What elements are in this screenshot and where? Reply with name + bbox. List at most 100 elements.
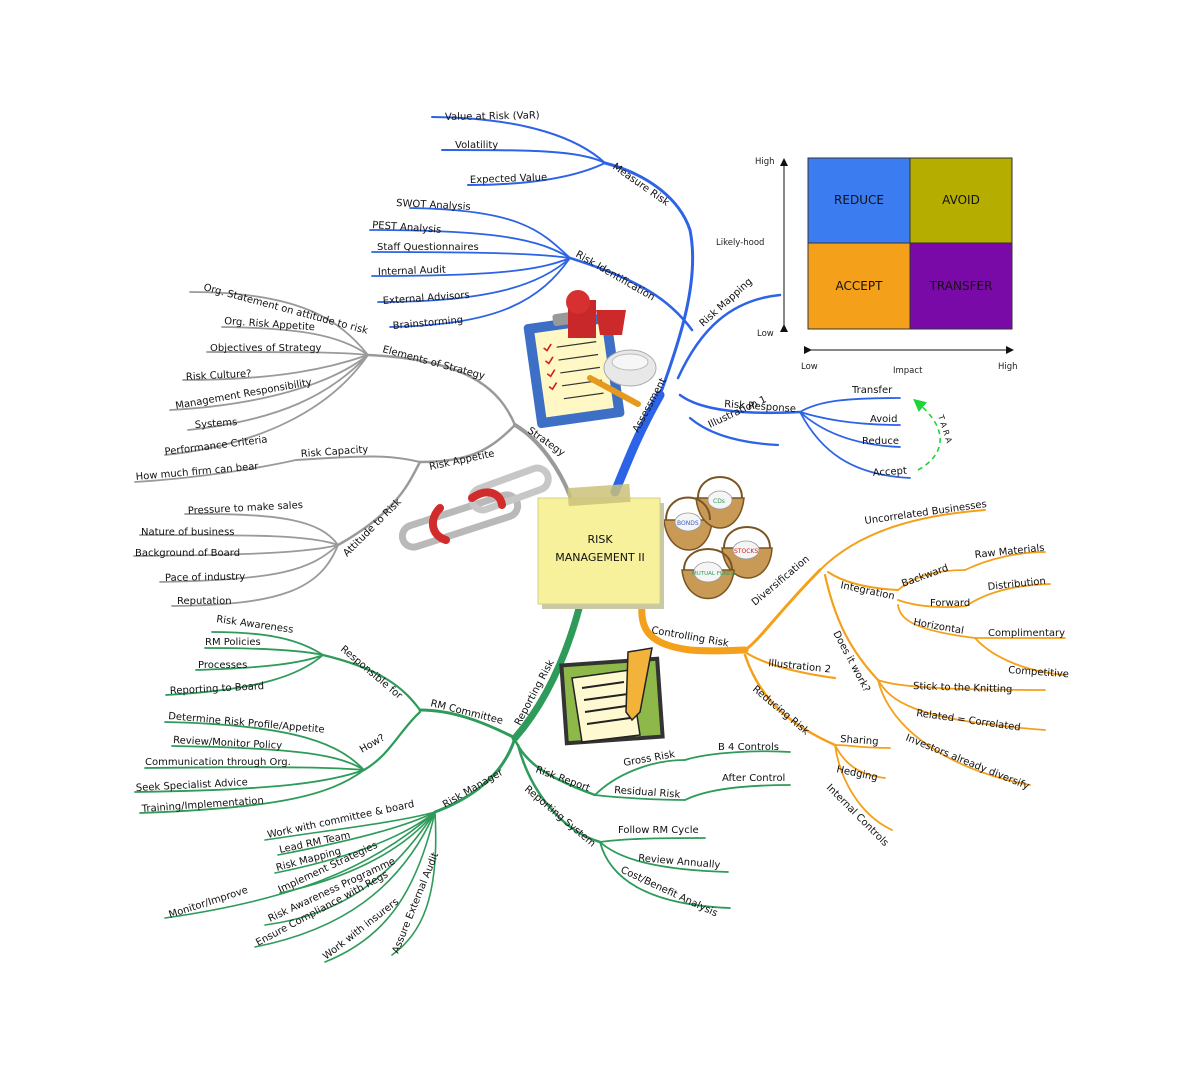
firm-bear-label: How much firm can bear (135, 461, 260, 483)
x-low-label: Low (801, 362, 818, 372)
does-it-work-label: Does it work? (830, 629, 872, 694)
bonds-label: BONDS (677, 520, 699, 527)
broken-chain-icon (398, 464, 552, 551)
strategy-labels: Strategy Elements of Strategy Org. State… (135, 282, 567, 607)
risk-capacity-label: Risk Capacity (300, 444, 368, 460)
performance-criteria-label: Performance Criteria (164, 434, 268, 458)
avoid-label: Avoid (870, 414, 897, 425)
b4-controls-label: B 4 Controls (718, 742, 779, 753)
reduce-cell (807, 157, 911, 244)
avoid-cell-label: AVOID (942, 193, 980, 207)
y-high-label: High (755, 157, 775, 167)
y-low-label: Low (757, 329, 774, 339)
fire-alarm-icon (566, 290, 657, 387)
residual-risk-label: Residual Risk (614, 785, 681, 801)
reporting-branch (134, 601, 791, 963)
accept-cell (807, 242, 911, 330)
brainstorming-label: Brainstorming (392, 315, 463, 332)
stocks-label: STOCKS (734, 548, 758, 555)
document-pen-icon (559, 647, 665, 746)
transfer-cell (909, 242, 1013, 330)
investment-baskets-icon: BONDS CDs STOCKS MUTUAL FUNDS (663, 476, 773, 600)
sharing-label: Sharing (840, 734, 879, 748)
distribution-label: Distribution (987, 576, 1046, 593)
internal-controls-label: Internal Controls (824, 782, 891, 849)
center-title-line1: RISK (587, 533, 613, 546)
attitude-to-risk-label: Attitude to Risk (341, 497, 403, 559)
volatility-label: Volatility (455, 140, 498, 151)
objectives-label: Objectives of Strategy (210, 343, 322, 354)
competitive-label: Competitive (1008, 665, 1069, 680)
tara-label: T A R A (936, 413, 954, 445)
staff-questionnaires-label: Staff Questionnaires (377, 242, 479, 253)
hedging-label: Hedging (835, 764, 878, 783)
swot-label: SWOT Analysis (396, 198, 471, 213)
strategy-branch (133, 291, 572, 607)
assessment-branch (369, 116, 911, 497)
horizontal-label: Horizontal (912, 617, 964, 637)
monitor-improve-label: Monitor/Improve (168, 885, 250, 921)
integration-label: Integration (839, 580, 895, 602)
training-label: Training/Implementation (140, 795, 264, 815)
central-topic[interactable]: RISK MANAGEMENT II (537, 483, 664, 609)
pest-label: PEST Analysis (372, 220, 442, 236)
controlling-branch (638, 509, 1066, 831)
risk-appetite-label: Risk Appetite (428, 448, 495, 473)
responsible-for-label: Responsible for (338, 644, 405, 702)
raw-materials-label: Raw Materials (974, 543, 1045, 561)
systems-label: Systems (194, 417, 237, 431)
tara-arrow (913, 398, 941, 471)
processes-label: Processes (198, 660, 247, 671)
cds-label: CDs (713, 498, 725, 505)
transfer-label: Transfer (851, 385, 893, 396)
how-label: How? (358, 733, 387, 756)
center-title-line2: MANAGEMENT II (555, 551, 644, 564)
accept-cell-label: ACCEPT (836, 279, 884, 293)
internal-audit-label: Internal Audit (378, 265, 446, 278)
after-control-label: After Control (722, 773, 785, 784)
accept-label: Accept (872, 466, 907, 479)
clipboard-checklist-icon (523, 311, 641, 429)
cost-benefit-label: Cost/Benefit Analysis (619, 865, 719, 920)
reducing-risk-label: Reducing Risk (750, 684, 811, 738)
risk-response-label: Risk Response (724, 399, 797, 415)
mutual-funds-label: MUTUAL FUNDS (692, 571, 736, 577)
risk-matrix: REDUCE AVOID ACCEPT TRANSFER High Likely… (716, 157, 1018, 376)
expected-value-label: Expected Value (470, 172, 548, 186)
var-label: Value at Risk (VaR) (445, 110, 540, 123)
x-axis-label: Impact (893, 366, 923, 376)
determine-risk-profile-label: Determine Risk Profile/Appetite (168, 711, 325, 736)
reputation-label: Reputation (177, 596, 232, 607)
complimentary-label: Complimentary (988, 628, 1065, 639)
y-axis-label: Likely-hood (716, 238, 764, 248)
reporting-board-label: Reporting to Board (170, 681, 265, 697)
forward-label: Forward (930, 598, 970, 609)
backward-label: Backward (900, 563, 950, 590)
nature-business-label: Nature of business (141, 527, 235, 538)
transfer-cell-label: TRANSFER (929, 279, 993, 293)
pace-industry-label: Pace of industry (165, 572, 246, 584)
knitting-label: Stick to the Knitting (913, 681, 1013, 695)
controlling-labels: Controlling Risk Diversification Uncorre… (650, 499, 1069, 849)
measure-risk-label: Measure Risk (610, 161, 671, 208)
x-high-label: High (998, 362, 1018, 372)
uncorrelated-label: Uncorrelated Businesses (864, 499, 988, 527)
investors-diversify-label: Investors already diversify (904, 733, 1031, 793)
background-board-label: Background of Board (135, 548, 240, 559)
review-monitor-label: Review/Monitor Policy (173, 735, 283, 752)
related-label: Related = Correlated (916, 708, 1022, 734)
rm-policies-label: RM Policies (205, 637, 261, 648)
reduce-label: Reduce (862, 436, 899, 447)
external-advisors-label: External Advisors (382, 290, 470, 307)
avoid-cell (909, 157, 1013, 244)
reporting-labels: Reporting Risk RM Committee Responsible … (136, 614, 786, 962)
risk-report-label: Risk Report (534, 764, 591, 794)
elements-of-strategy-label: Elements of Strategy (381, 344, 486, 382)
communication-label: Communication through Org. (145, 757, 291, 768)
reduce-cell-label: REDUCE (834, 193, 884, 207)
risk-culture-label: Risk Culture? (186, 369, 252, 383)
follow-rm-label: Follow RM Cycle (618, 825, 699, 836)
gross-risk-label: Gross Risk (623, 749, 676, 769)
risk-manager-label: Risk Manager (441, 767, 506, 811)
